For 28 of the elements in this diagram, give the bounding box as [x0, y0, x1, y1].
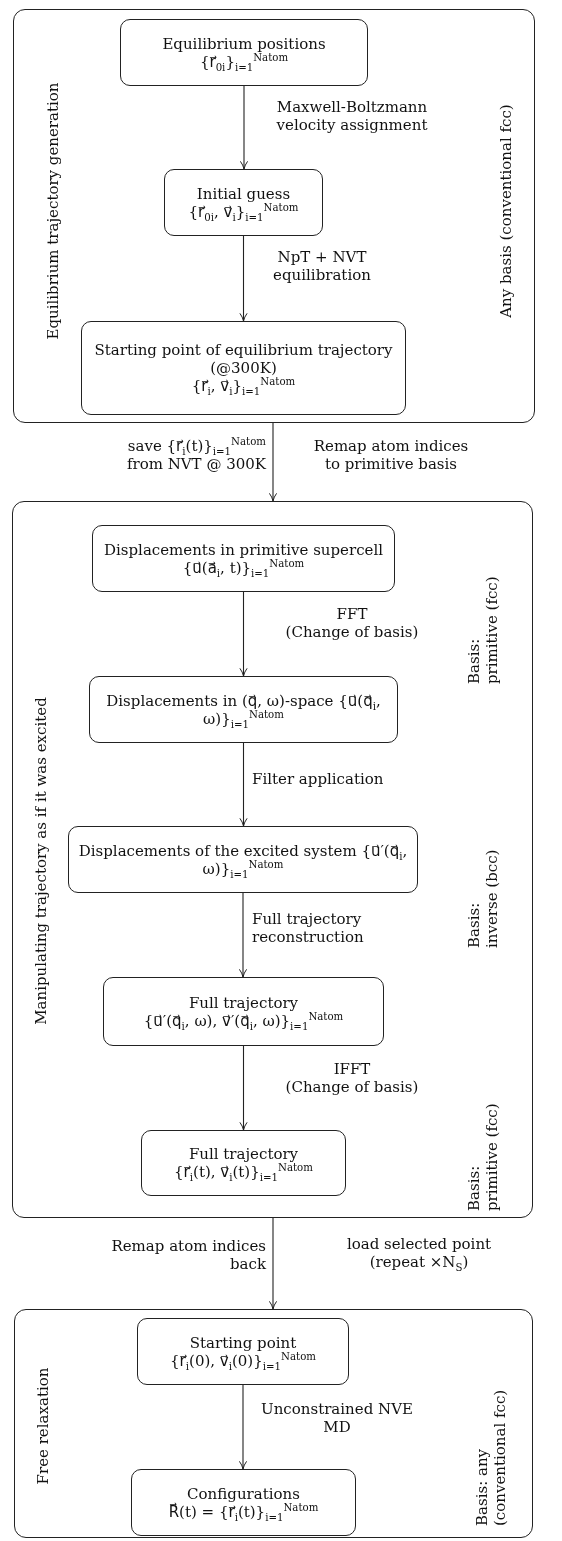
basis-note: Basis: primitive (fcc) — [465, 575, 501, 684]
process-box — [92, 525, 395, 592]
box-title: Starting point of equilibrium trajectory (@300K) — [93, 341, 394, 377]
box-title: Initial guess — [196, 184, 291, 203]
basis-note: Basis: inverse (bcc) — [465, 848, 501, 948]
process-box — [68, 826, 418, 893]
basis-note: Any basis (conventional fcc) — [497, 103, 515, 320]
box-title: Equilibrium positions — [162, 34, 326, 53]
process-box — [89, 676, 398, 743]
group-panel — [12, 501, 533, 1218]
group-title: Manipulating trajectory as if it was excited — [32, 696, 50, 1027]
basis-note: Basis: primitive (fcc) — [465, 1102, 501, 1211]
process-box — [164, 169, 323, 236]
group-panel — [14, 1309, 533, 1538]
process-box — [131, 1469, 356, 1536]
box-title: Full trajectory — [188, 993, 299, 1012]
group-title: Free relaxation — [34, 1366, 52, 1487]
group-panel — [13, 9, 535, 423]
process-box — [137, 1318, 349, 1385]
group-title: Equilibrium trajectory generation — [44, 81, 62, 341]
box-title: Configurations — [187, 1484, 300, 1503]
process-box — [103, 977, 384, 1046]
process-box — [141, 1130, 346, 1196]
box-title: Full trajectory — [188, 1145, 299, 1163]
process-box — [120, 19, 368, 86]
box-title: Starting point — [189, 1333, 297, 1352]
process-box — [81, 321, 406, 415]
basis-note: Basis: any (conventional fcc) — [473, 1388, 509, 1526]
